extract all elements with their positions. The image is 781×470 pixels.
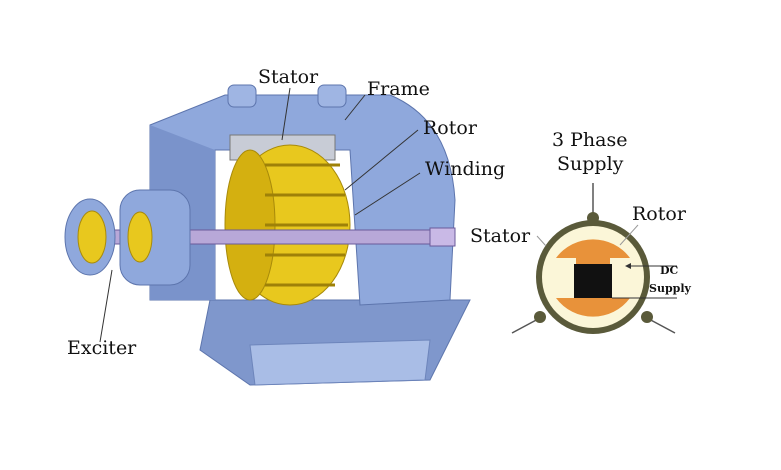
- label-supply-line1: 3 Phase: [552, 129, 628, 151]
- terminal-top: [587, 212, 599, 224]
- rotor-pole-top: [556, 239, 630, 265]
- terminal-left: [534, 311, 546, 323]
- label-dc-line1: DC: [660, 264, 679, 277]
- field-winding: [574, 264, 612, 298]
- motor-illustration: [64, 84, 471, 386]
- label-stator: Stator: [258, 66, 319, 88]
- label-schematic-rotor: Rotor: [632, 203, 686, 225]
- label-frame: Frame: [367, 78, 430, 100]
- label-supply-line2: Supply: [557, 153, 624, 175]
- label-schematic-stator: Stator: [470, 225, 531, 247]
- label-exciter: Exciter: [67, 337, 137, 359]
- rotor-pole-bottom: [556, 290, 630, 317]
- terminal-right: [641, 311, 653, 323]
- label-dc-line2: Supply: [649, 282, 691, 295]
- label-rotor: Rotor: [423, 117, 477, 139]
- motor-schematic: [511, 183, 677, 334]
- label-winding: Winding: [425, 158, 506, 180]
